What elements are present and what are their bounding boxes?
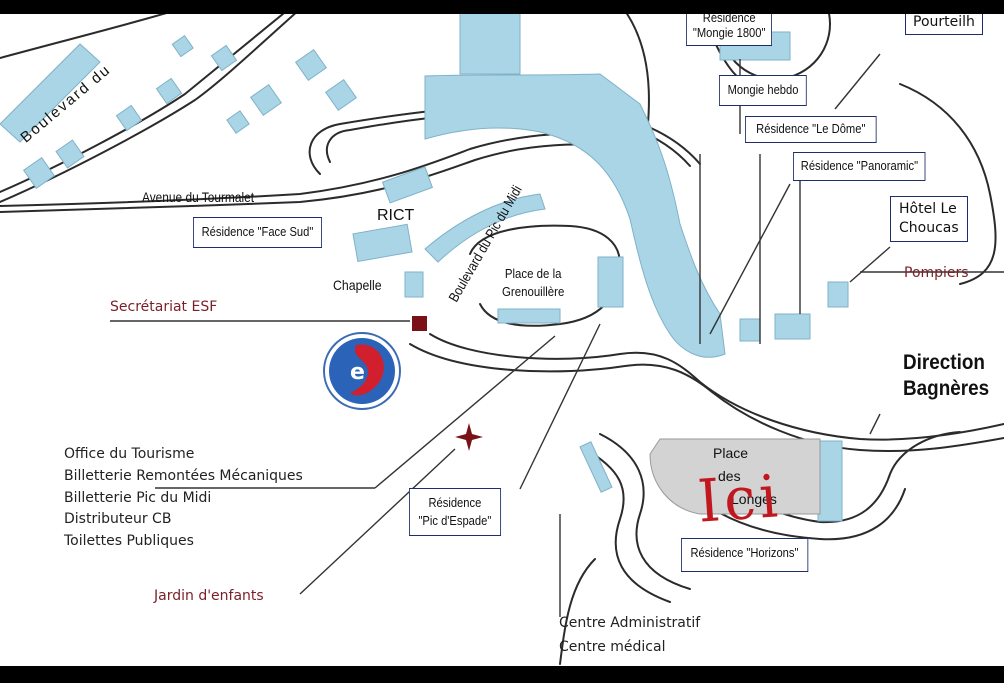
service-item: Distributeur CB	[64, 511, 172, 528]
buildings-layer	[0, 14, 849, 522]
box-panoramic: Résidence "Panoramic"	[793, 152, 926, 181]
label-centre-medical: Centre médical	[559, 639, 666, 655]
box-mongie-1800-line1: Résidence	[702, 14, 756, 25]
box-mongie-1800: Résidence "Mongie 1800"	[686, 14, 773, 46]
label-direction: Direction	[903, 351, 985, 374]
box-horizons: Résidence "Horizons"	[681, 538, 808, 572]
building-chapelle	[404, 271, 424, 298]
box-le-dome: Résidence "Le Dôme"	[745, 116, 877, 143]
building-horizons-bar	[817, 440, 843, 522]
building-rict-2	[352, 223, 413, 263]
svg-text:e: e	[350, 360, 365, 385]
label-avenue-tourmalet: Avenue du Tourmalet	[142, 189, 255, 205]
esf-logo-icon: e	[323, 332, 401, 410]
label-ici-handwritten: Ici	[695, 462, 784, 537]
map-canvas: e Boulevard du Avenue du Tourmalet Boule…	[0, 14, 1004, 666]
label-rict: RICT	[377, 207, 415, 224]
label-bagneres: Bagnères	[903, 377, 990, 400]
building-top-mass	[424, 73, 726, 358]
service-item: Office du Tourisme	[64, 446, 195, 462]
building-pic-espade	[579, 441, 613, 493]
label-des: des	[718, 468, 741, 484]
road-right-curve	[899, 83, 997, 285]
label-grenouillere: Place de la Grenouillère	[502, 266, 565, 300]
box-pic-espade: Résidence "Pic d'Espade"	[409, 488, 501, 537]
road-avenue-tourmalet	[0, 132, 631, 207]
place-des-longes-square	[649, 438, 821, 515]
box-pourteilh: Pourteilh	[905, 14, 983, 36]
label-centre-administratif: Centre Administratif	[559, 615, 701, 631]
service-item: Toilettes Publiques	[64, 533, 194, 550]
road-lower-winding	[599, 433, 691, 590]
compass-star-icon	[455, 423, 483, 451]
box-hotel-choucas: Hôtel Le Choucas	[890, 196, 968, 242]
label-pompiers: Pompiers	[904, 265, 969, 281]
box-pic-espade-line1: Résidence	[428, 495, 482, 510]
label-chapelle: Chapelle	[333, 277, 382, 293]
esf-marker-icon	[412, 316, 427, 331]
services-list: Office du Tourisme Billetterie Remontées…	[64, 446, 303, 555]
service-item: Billetterie Remontées Mécaniques	[64, 467, 303, 484]
box-pic-espade-line2: "Pic d'Espade"	[418, 513, 492, 529]
building-tl-1	[0, 43, 101, 143]
box-hotel-choucas-line2: Choucas	[899, 219, 959, 236]
label-secretariat-esf: Secrétariat ESF	[110, 299, 218, 315]
building-bd-pic	[424, 193, 546, 263]
box-hotel-choucas-line1: Hôtel Le	[899, 201, 957, 217]
road-boulevard-du	[0, 14, 167, 59]
road-boulevard-du-inner	[0, 14, 285, 193]
box-face-sud: Résidence "Face Sud"	[193, 217, 322, 248]
label-place: Place	[713, 445, 749, 461]
map-drawing: e	[0, 14, 1004, 665]
label-longes: Longes	[731, 491, 777, 507]
box-mongie-hebdo: Mongie hebdo	[719, 75, 808, 106]
service-item: Billetterie Pic du Midi	[64, 489, 212, 506]
building-grenouillere	[497, 308, 561, 324]
label-jardin-enfants: Jardin d'enfants	[154, 588, 264, 604]
building-rict-1	[381, 166, 434, 204]
box-mongie-1800-line2: "Mongie 1800"	[692, 24, 766, 40]
